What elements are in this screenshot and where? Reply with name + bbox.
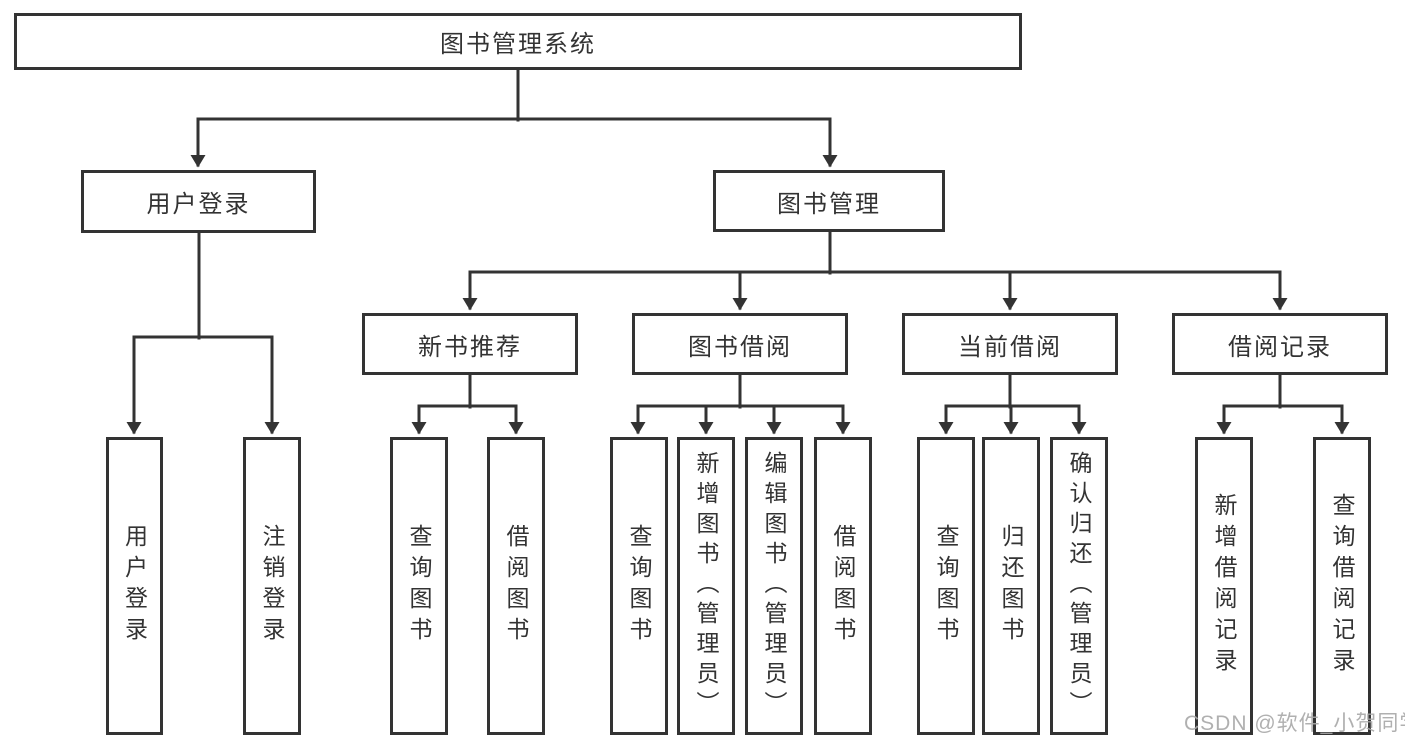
leaf-query-books-3: 查询图书 [917, 437, 975, 735]
node-book-management: 图书管理 [713, 170, 945, 232]
edge-root-to-level2 [190, 68, 838, 168]
node-book-borrowing: 图书借阅 [632, 313, 848, 375]
node-user-login: 用户登录 [81, 170, 316, 233]
leaf-query-borrow-record: 查询借阅记录 [1313, 437, 1371, 735]
leaf-return-book: 归还图书 [982, 437, 1040, 735]
edge-current-borrow-to-leaves [938, 373, 1087, 435]
edge-book-borrow-to-leaves [630, 373, 851, 435]
leaf-add-book-admin: 新增图书（管理员） [677, 437, 735, 735]
leaf-logout: 注销登录 [243, 437, 301, 735]
leaf-user-login: 用户登录 [106, 437, 163, 735]
leaf-edit-book-admin: 编辑图书（管理员） [745, 437, 803, 735]
edge-new-book-to-leaves [411, 373, 524, 435]
node-library-management-system: 图书管理系统 [14, 13, 1022, 70]
node-borrowing-records: 借阅记录 [1172, 313, 1388, 375]
leaf-borrow-books-1: 借阅图书 [487, 437, 545, 735]
leaf-confirm-return-admin: 确认归还（管理员） [1050, 437, 1108, 735]
leaf-borrow-books-2: 借阅图书 [814, 437, 872, 735]
leaf-query-books-2: 查询图书 [610, 437, 668, 735]
node-new-book-recommendation: 新书推荐 [362, 313, 578, 375]
leaf-add-borrow-record: 新增借阅记录 [1195, 437, 1253, 735]
leaf-query-books-1: 查询图书 [390, 437, 448, 735]
edge-book-management-to-sections [462, 230, 1288, 311]
node-current-borrowing: 当前借阅 [902, 313, 1118, 375]
edge-borrow-records-to-leaves [1216, 373, 1350, 435]
edge-user-login-to-leaves [126, 231, 280, 435]
watermark-text: CSDN @软件_小贺同学 [1184, 712, 1405, 735]
